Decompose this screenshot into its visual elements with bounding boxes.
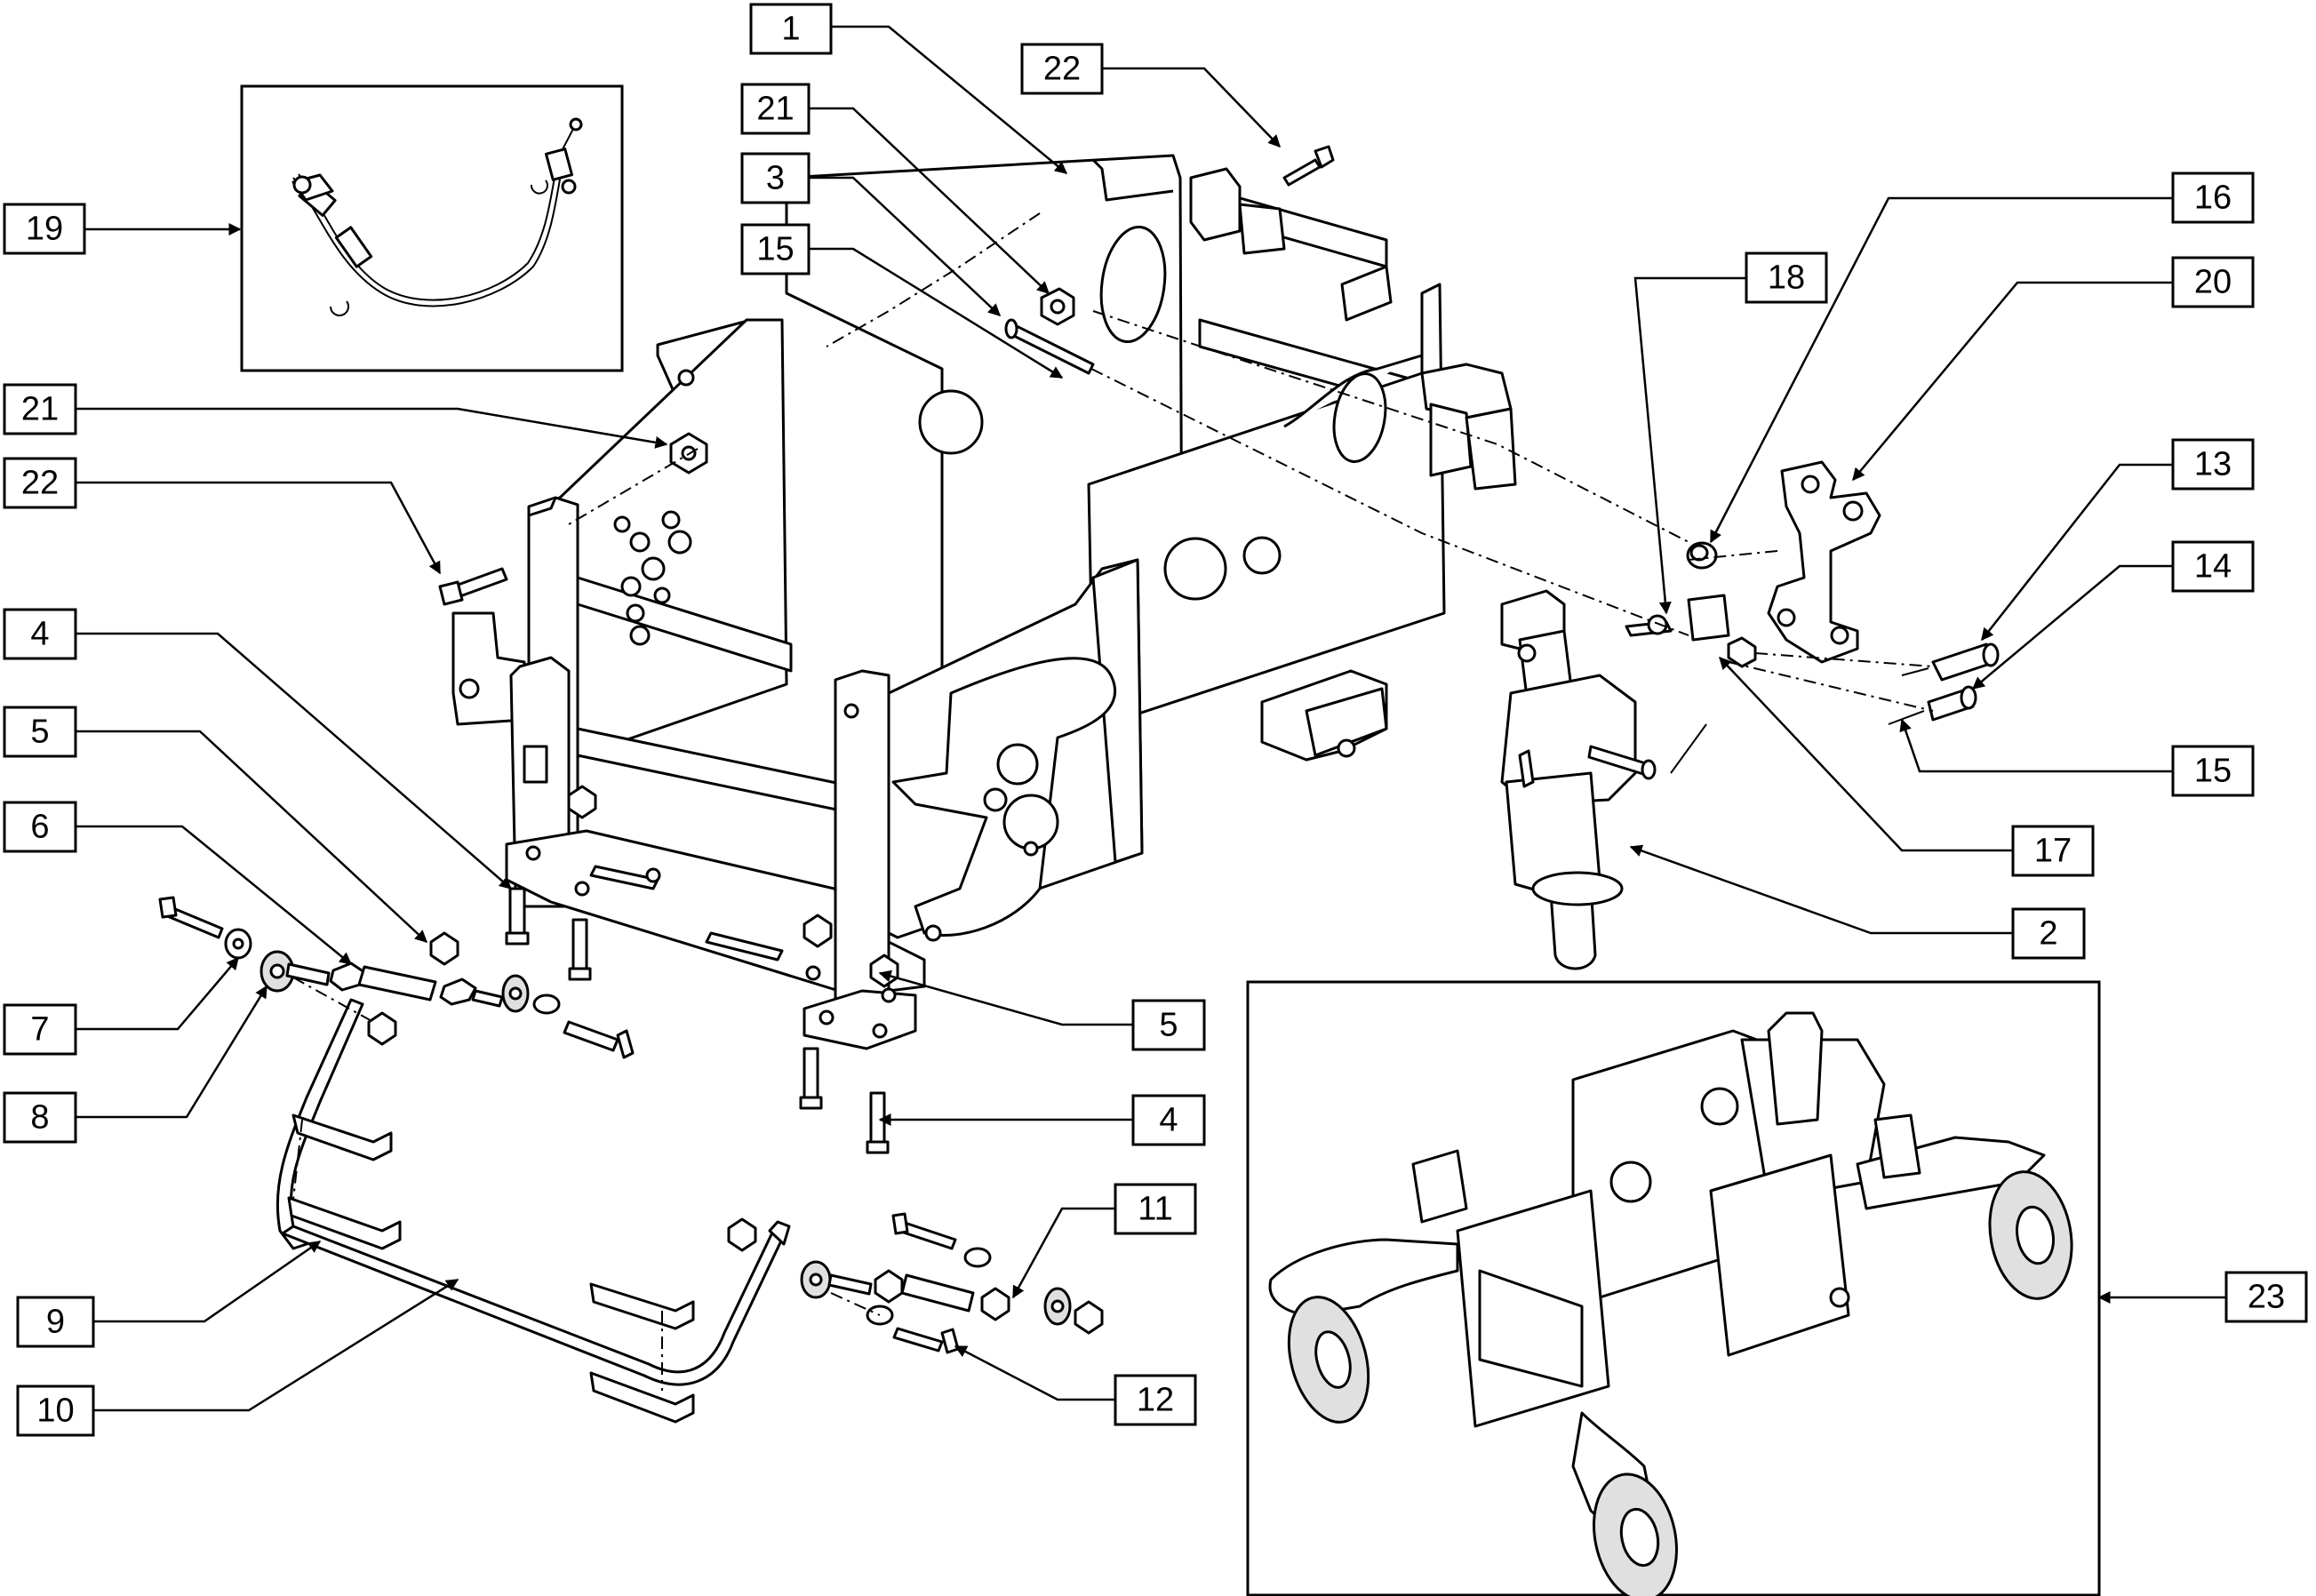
assembled-base-drawing xyxy=(1268,1011,2073,1596)
callout-9: 9 xyxy=(16,1296,95,1348)
svg-text:8: 8 xyxy=(30,1099,49,1137)
callout-20: 20 xyxy=(2171,256,2255,308)
callout-4: 4 xyxy=(3,608,77,660)
svg-text:11: 11 xyxy=(1138,1191,1172,1228)
callout-3: 3 xyxy=(740,152,811,204)
svg-text:9: 9 xyxy=(46,1304,65,1341)
svg-text:2: 2 xyxy=(2039,915,2057,953)
svg-text:15: 15 xyxy=(2194,753,2232,790)
callout-2: 2 xyxy=(2011,907,2086,960)
callout-22: 22 xyxy=(3,457,77,509)
svg-text:10: 10 xyxy=(36,1393,74,1430)
svg-text:22: 22 xyxy=(1043,51,1081,88)
linkage-left-drawing xyxy=(158,896,635,1059)
actuator-drawing xyxy=(1500,589,1707,970)
callout-16: 16 xyxy=(2171,172,2255,224)
svg-text:21: 21 xyxy=(756,91,794,128)
assembly-axis-lines xyxy=(292,212,1934,1391)
callout-21: 21 xyxy=(740,83,811,135)
callout-18: 18 xyxy=(1745,251,1828,304)
top-hardware-drawing xyxy=(429,145,1335,1154)
svg-text:5: 5 xyxy=(30,714,49,751)
callout-15: 15 xyxy=(2171,745,2255,797)
main-frame-drawing xyxy=(451,154,1517,1050)
cable-inset-frame xyxy=(240,84,624,372)
release-cable-drawing xyxy=(291,117,583,316)
svg-text:1: 1 xyxy=(781,11,800,48)
callout-11: 11 xyxy=(1114,1183,1197,1235)
svg-text:22: 22 xyxy=(21,465,59,502)
callout-15: 15 xyxy=(740,223,811,275)
svg-text:21: 21 xyxy=(21,391,59,428)
svg-text:7: 7 xyxy=(30,1011,49,1049)
svg-text:4: 4 xyxy=(1159,1102,1178,1139)
svg-text:4: 4 xyxy=(30,616,49,653)
svg-text:13: 13 xyxy=(2194,446,2232,483)
svg-text:5: 5 xyxy=(1159,1007,1178,1044)
svg-text:19: 19 xyxy=(26,211,63,248)
bracket-parts-drawing xyxy=(1625,460,2000,725)
callout-21: 21 xyxy=(3,383,77,435)
svg-text:14: 14 xyxy=(2194,548,2232,586)
svg-text:12: 12 xyxy=(1137,1382,1174,1419)
callout-19: 19 xyxy=(3,203,86,255)
callout-22: 22 xyxy=(1020,43,1104,95)
leader-lines xyxy=(76,25,2226,1412)
svg-text:3: 3 xyxy=(766,160,785,197)
svg-text:18: 18 xyxy=(1768,259,1805,297)
callout-4: 4 xyxy=(1131,1094,1206,1146)
svg-text:23: 23 xyxy=(2248,1279,2285,1316)
callout-8: 8 xyxy=(3,1091,77,1144)
callout-5: 5 xyxy=(1131,999,1206,1051)
callout-10: 10 xyxy=(16,1385,95,1437)
callout-13: 13 xyxy=(2171,438,2255,491)
callout-5: 5 xyxy=(3,706,77,758)
svg-text:15: 15 xyxy=(756,231,794,268)
svg-text:17: 17 xyxy=(2034,833,2072,870)
linkage-right-drawing xyxy=(800,1212,1104,1354)
callout-14: 14 xyxy=(2171,540,2255,593)
callout-6: 6 xyxy=(3,801,77,853)
callout-12: 12 xyxy=(1114,1374,1197,1426)
svg-text:20: 20 xyxy=(2194,264,2232,301)
callout-7: 7 xyxy=(3,1003,77,1056)
callout-1: 1 xyxy=(749,3,833,55)
callout-23: 23 xyxy=(2224,1271,2308,1323)
assembly-inset-frame xyxy=(1246,980,2101,1596)
callout-17: 17 xyxy=(2011,825,2095,877)
svg-text:16: 16 xyxy=(2194,180,2232,217)
svg-text:6: 6 xyxy=(30,809,49,846)
foot-bar-drawing xyxy=(276,998,791,1424)
